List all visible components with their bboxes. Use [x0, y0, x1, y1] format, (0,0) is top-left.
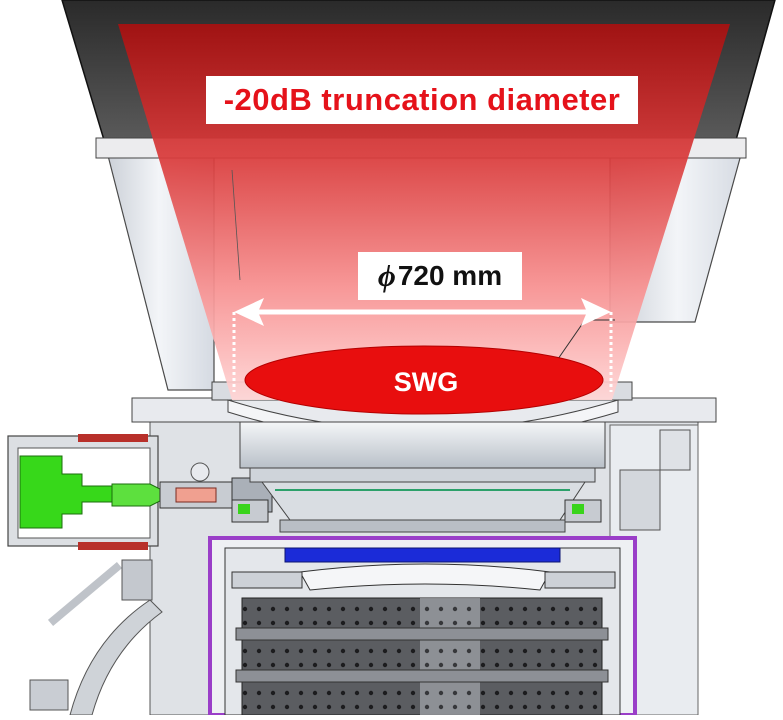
blue-filter [284, 547, 561, 563]
truncation-diameter-label: -20dB truncation diameter [206, 76, 638, 124]
truncation-text: -20dB truncation diameter [223, 82, 621, 117]
swg-ellipse [244, 345, 604, 415]
diameter-value-label: ϕ 720 mm [358, 252, 522, 300]
focal-plane-modules [235, 597, 609, 716]
feed-assembly [7, 434, 273, 716]
phi-symbol: ϕ [377, 258, 396, 293]
swg-label: SWG [393, 366, 459, 397]
diameter-value-text: 720 mm [397, 260, 503, 291]
diameter-arrow [234, 298, 611, 326]
window-assembly [227, 399, 619, 533]
